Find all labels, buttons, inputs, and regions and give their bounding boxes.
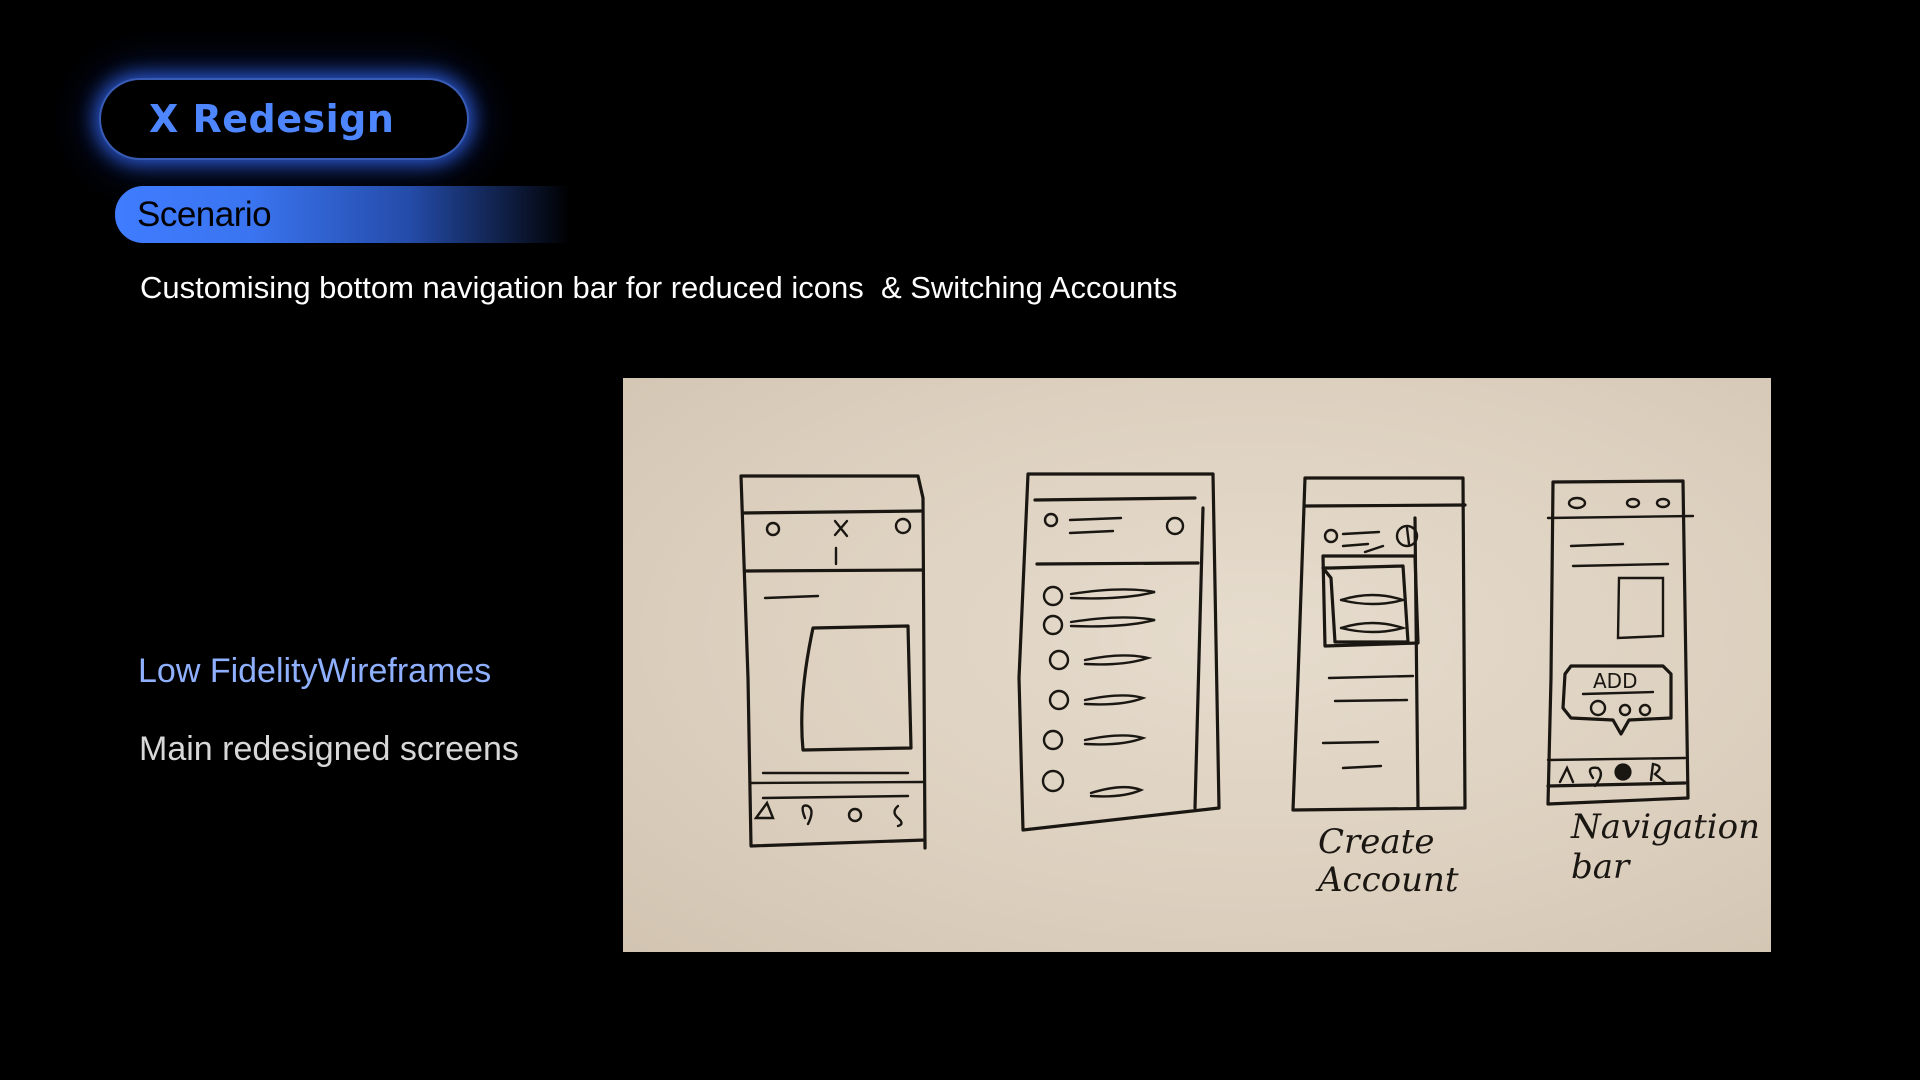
sketch-label-create: Create bbox=[1318, 822, 1434, 862]
section-subheading: Main redesigned screens bbox=[139, 730, 519, 768]
title-pill: X Redesign bbox=[99, 78, 469, 160]
sketch-label-add: ADD bbox=[1593, 669, 1637, 693]
wireframe-navigation-bar: ADD Navigation bar bbox=[1546, 479, 1760, 887]
section-heading: Low FidelityWireframes bbox=[138, 652, 492, 690]
sketch-label-bar: bar bbox=[1571, 847, 1631, 887]
wireframe-sketches: Create Account ADD bbox=[739, 472, 1760, 900]
sketch-label-account: Account bbox=[1315, 860, 1459, 900]
scenario-description: Customising bottom navigation bar for re… bbox=[140, 270, 1178, 305]
wireframe-create-account: Create Account bbox=[1291, 476, 1467, 900]
page-title: X Redesign bbox=[149, 97, 395, 141]
scenario-label: Scenario bbox=[137, 194, 272, 234]
scenario-band: Scenario bbox=[115, 186, 570, 243]
wireframe-sketch-photo: Create Account ADD bbox=[623, 378, 1771, 952]
wireframe-account-list bbox=[1017, 472, 1221, 832]
wireframe-home bbox=[739, 474, 927, 850]
sketch-label-navigation: Navigation bbox=[1570, 807, 1760, 847]
